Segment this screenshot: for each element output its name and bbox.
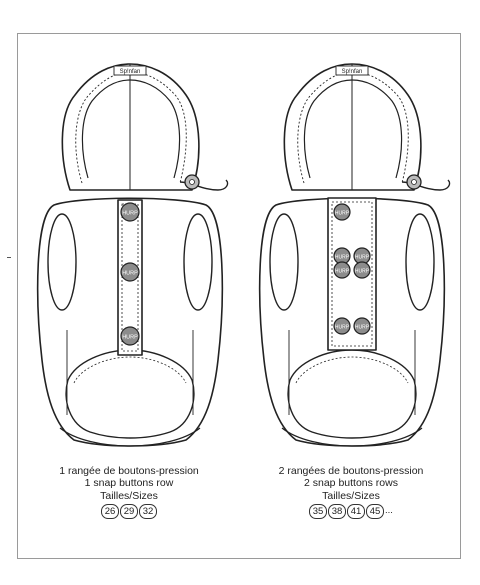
- size-badge: 26: [101, 503, 119, 519]
- svg-text:HURP: HURP: [335, 255, 350, 261]
- snap-button: HURP: [333, 203, 351, 221]
- vest-double-row-illustration: HURP HURP HURP HURP HURP HURP HURP Sp!nf…: [258, 63, 451, 447]
- size-badge: 45: [366, 503, 385, 519]
- svg-text:HURP: HURP: [122, 335, 138, 341]
- double-row-caption: 2 rangées de boutons-pression 2 snap but…: [241, 465, 461, 519]
- right-leg-opening: [405, 213, 435, 311]
- sizes-label: Tailles/Sizes: [322, 490, 380, 502]
- svg-text:Sp!nfan: Sp!nfan: [120, 69, 141, 75]
- snap-button: HURP: [120, 262, 140, 282]
- snap-button: HURP: [120, 326, 140, 346]
- edge-mark: [7, 257, 11, 258]
- svg-text:HURP: HURP: [355, 255, 370, 261]
- caption-french: 1 rangée de boutons-pression: [59, 465, 199, 477]
- snap-button: HURP: [353, 261, 371, 279]
- brand-tag: Sp!nfan: [113, 65, 147, 76]
- size-list: 26 29 32: [19, 503, 239, 519]
- snap-button: HURP: [333, 261, 351, 279]
- diagram-frame: [17, 33, 461, 559]
- svg-text:HURP: HURP: [122, 211, 138, 217]
- more-sizes-indicator: ...: [385, 504, 393, 516]
- caption-english: 2 snap buttons rows: [304, 476, 398, 489]
- svg-text:HURP: HURP: [335, 211, 350, 217]
- caption-french: 2 rangées de boutons-pression: [278, 465, 424, 477]
- caption-english: 1 snap buttons row: [84, 476, 174, 489]
- snap-button: HURP: [120, 202, 140, 222]
- sizes-label: Tailles/Sizes: [100, 490, 158, 502]
- svg-text:Sp!nfan: Sp!nfan: [342, 69, 363, 75]
- svg-text:HURP: HURP: [122, 271, 138, 277]
- snap-button: HURP: [353, 317, 371, 335]
- size-badge: 29: [120, 503, 138, 519]
- snap-button: HURP: [333, 317, 351, 335]
- left-leg-opening: [269, 213, 299, 311]
- left-leg-opening: [47, 213, 77, 311]
- single-row-caption: 1 rangée de boutons-pression 1 snap butt…: [19, 465, 239, 519]
- svg-text:HURP: HURP: [335, 325, 350, 331]
- right-leg-opening: [183, 213, 213, 311]
- size-badge: 32: [139, 503, 157, 519]
- vest-single-row-illustration: HURP HURP HURP Sp!nfan: [36, 63, 229, 447]
- svg-text:HURP: HURP: [355, 325, 370, 331]
- size-badge: 41: [347, 503, 366, 519]
- svg-text:HURP: HURP: [355, 269, 370, 275]
- svg-text:HURP: HURP: [335, 269, 350, 275]
- size-badge: 35: [309, 503, 328, 519]
- size-badge: 38: [328, 503, 347, 519]
- size-list: 35 38 41 45 ...: [241, 503, 461, 519]
- brand-tag: Sp!nfan: [335, 65, 369, 76]
